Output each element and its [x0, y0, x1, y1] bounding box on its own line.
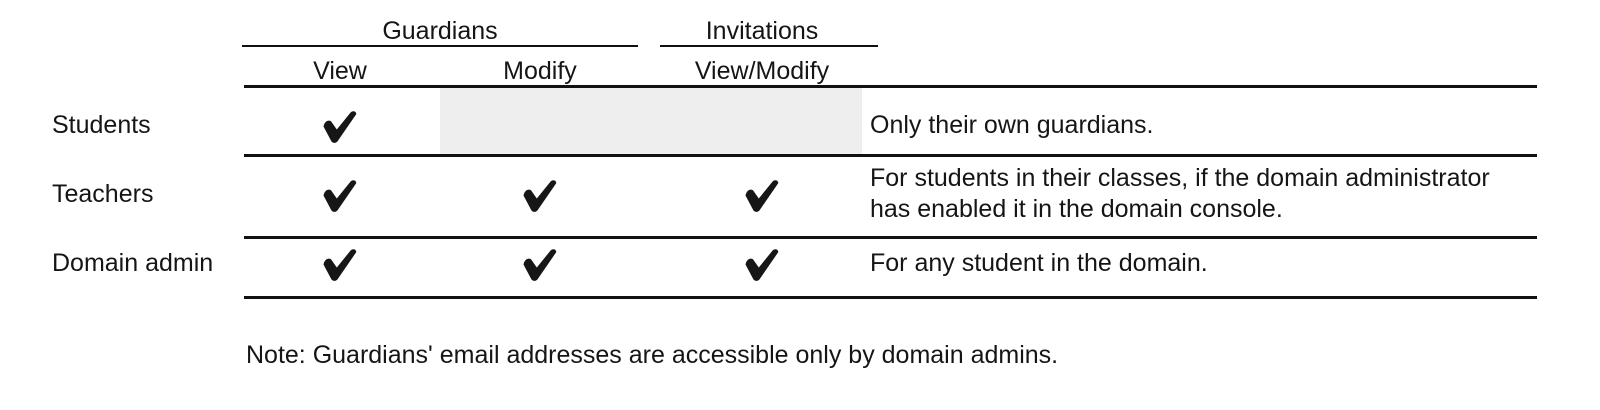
table-footnote: Note: Guardians' email addresses are acc… — [246, 341, 1059, 369]
header-bottom-rule — [244, 85, 1537, 88]
check-mark-icon — [317, 103, 363, 149]
row-description-teachers: For students in their classes, if the do… — [870, 164, 1490, 223]
column-group-header-invitations: Invitations — [705, 17, 819, 45]
check-mark-icon — [739, 241, 785, 287]
check-mark-icon — [517, 172, 563, 218]
row-rule-after-teachers — [244, 236, 1537, 239]
check-mark-icon — [317, 172, 363, 218]
column-header-view-modify: View/Modify — [694, 57, 830, 85]
row-description-students: Only their own guardians. — [870, 111, 1154, 139]
column-group-header-guardians: Guardians — [382, 17, 498, 45]
group-rule-invitations — [660, 45, 878, 47]
column-header-view: View — [313, 57, 367, 85]
row-header-students: Students — [52, 111, 151, 139]
row-rule-after-students — [244, 154, 1537, 157]
check-mark-icon — [317, 241, 363, 287]
check-mark-icon — [739, 172, 785, 218]
group-rule-guardians — [242, 45, 638, 47]
row-description-domain-admin: For any student in the domain. — [870, 249, 1208, 277]
row-header-teachers: Teachers — [52, 180, 154, 208]
table-bottom-rule — [244, 296, 1537, 299]
column-header-modify: Modify — [503, 57, 577, 85]
check-mark-icon — [517, 241, 563, 287]
cell-disabled-students-modify-invitations — [440, 88, 862, 154]
row-header-domain-admin: Domain admin — [52, 249, 214, 277]
